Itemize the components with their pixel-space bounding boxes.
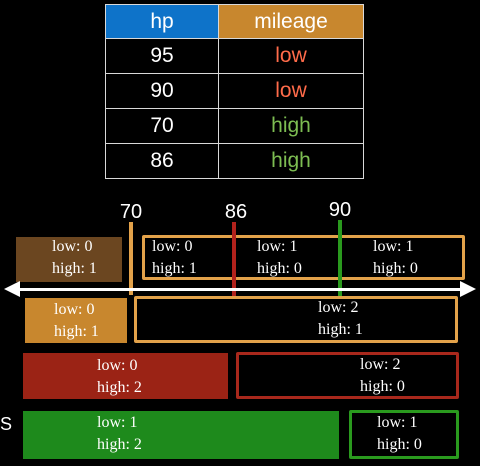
low-count: low: 1	[257, 238, 298, 255]
count-label: low: 2 high: 1	[318, 297, 363, 341]
high-count: high: 1	[52, 260, 97, 277]
mileage-cell: high	[218, 143, 364, 179]
count-label: low: 0 high: 1	[52, 236, 97, 280]
low-count: low: 0	[52, 238, 93, 255]
count-label: low: 1 high: 0	[377, 412, 422, 456]
count-label: low: 0 high: 2	[97, 355, 142, 399]
hp-cell: 86	[105, 143, 219, 179]
low-count: low: 0	[54, 301, 95, 318]
count-label: low: 0 high: 1	[152, 236, 197, 280]
low-count: low: 0	[152, 238, 193, 255]
table-row: 90 low	[105, 73, 364, 109]
threshold-label-86: 86	[224, 201, 248, 223]
split-box-left-86	[25, 298, 127, 343]
hp-cell: 95	[105, 38, 219, 74]
hp-cell: 90	[105, 73, 219, 109]
split-box-right-red	[236, 352, 459, 399]
high-count: high: 1	[54, 323, 99, 340]
split-box-right-86	[134, 296, 458, 343]
high-count: high: 0	[257, 260, 302, 277]
low-count: low: 2	[318, 299, 359, 316]
split-box-left-red	[23, 353, 228, 399]
arrow-left-icon	[4, 281, 20, 297]
count-label: low: 1 high: 0	[257, 236, 302, 280]
low-count: low: 1	[377, 414, 418, 431]
high-count: high: 2	[97, 436, 142, 453]
mileage-cell: low	[218, 73, 364, 109]
split-box-left-70	[16, 237, 122, 282]
table-row: 70 high	[105, 108, 364, 144]
side-label: S	[0, 414, 13, 434]
number-line	[14, 288, 466, 291]
split-box-right-green	[349, 410, 459, 459]
split-box-right-70	[142, 235, 465, 280]
count-label: low: 1 high: 2	[97, 412, 142, 456]
mileage-cell: low	[218, 38, 364, 74]
low-count: low: 1	[97, 414, 138, 431]
count-label: low: 1 high: 0	[373, 236, 418, 280]
split-box-left-green	[23, 411, 339, 459]
arrow-right-icon	[460, 281, 476, 297]
high-count: high: 0	[377, 436, 422, 453]
table-row: 95 low	[105, 38, 364, 74]
high-count: high: 1	[318, 321, 363, 338]
high-count: high: 0	[373, 260, 418, 277]
high-count: high: 1	[152, 260, 197, 277]
hp-cell: 70	[105, 108, 219, 144]
high-count: high: 2	[97, 379, 142, 396]
low-count: low: 2	[360, 356, 401, 373]
table-row: 86 high	[105, 143, 364, 179]
high-count: high: 0	[360, 378, 405, 395]
threshold-line-70	[129, 222, 133, 295]
mileage-header: mileage	[218, 4, 364, 39]
hp-mileage-table: hp mileage 95 low 90 low 70 high 86 high	[105, 4, 364, 179]
threshold-line-90	[338, 220, 342, 298]
table-header-row: hp mileage	[105, 4, 364, 39]
count-label: low: 0 high: 1	[54, 299, 99, 343]
low-count: low: 0	[97, 357, 138, 374]
threshold-label-90: 90	[328, 199, 352, 221]
low-count: low: 1	[373, 238, 414, 255]
threshold-line-86	[232, 222, 236, 298]
mileage-cell: high	[218, 108, 364, 144]
hp-header: hp	[105, 4, 219, 39]
count-label: low: 2 high: 0	[360, 354, 405, 398]
threshold-label-70: 70	[119, 201, 143, 223]
